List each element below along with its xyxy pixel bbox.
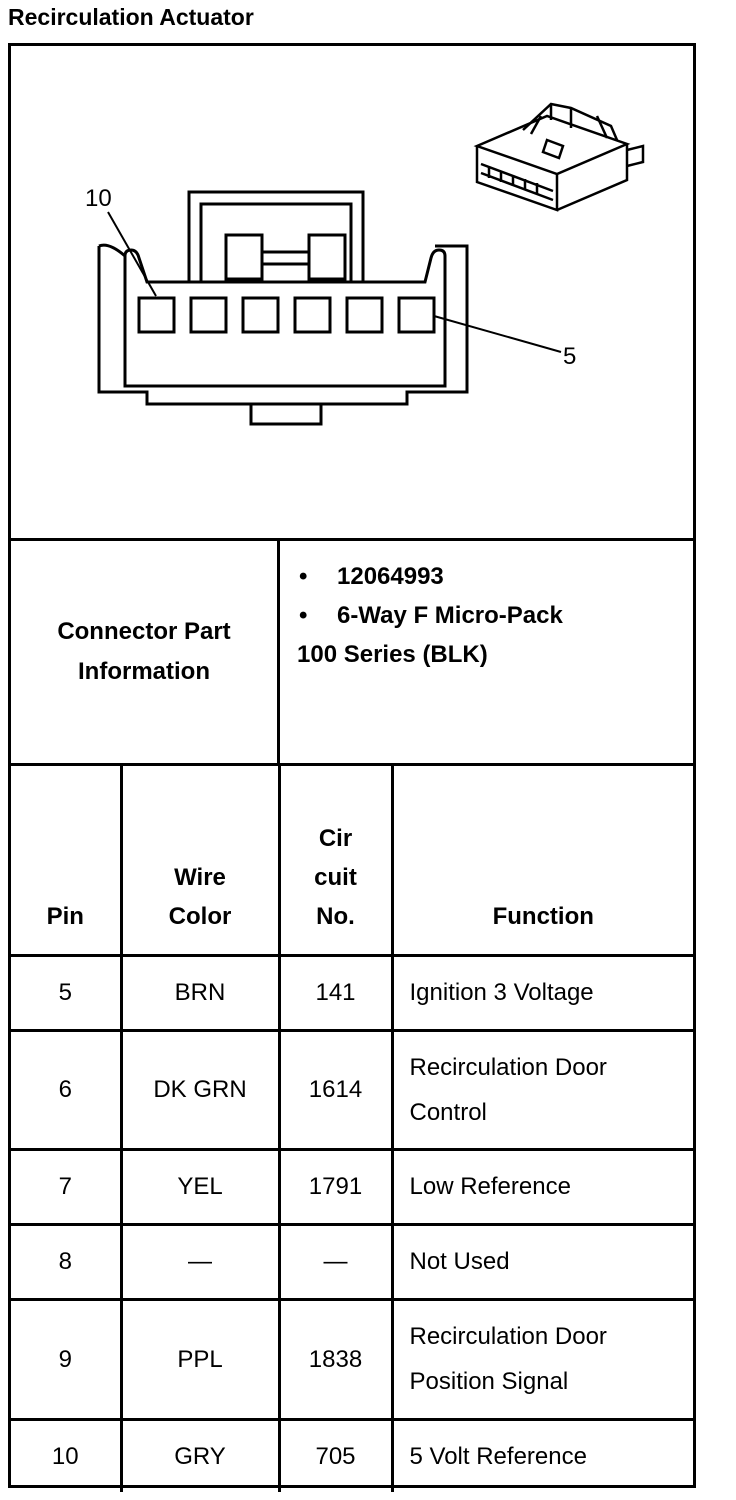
part-number-row: • 12064993	[280, 557, 680, 596]
pin-cell: 9	[11, 1297, 123, 1421]
connector-part-label: Connector Part Information	[57, 618, 231, 685]
circuit-cell: —	[277, 1222, 394, 1301]
callout-label-10: 10	[85, 185, 112, 212]
isometric-connector-icon	[473, 102, 645, 212]
table-row: 5 BRN 141 Ignition 3 Voltage	[11, 953, 693, 1032]
table-row: 8 — — Not Used	[11, 1222, 693, 1301]
table-row: 9 PPL 1838 Recirculation Door Position S…	[11, 1297, 693, 1421]
cavity-9	[189, 296, 228, 334]
header-circuit-no-text: Cir cuit No.	[314, 824, 357, 930]
cavity-8	[241, 296, 280, 334]
connector-part-label-cell: Connector Part Information	[11, 541, 280, 763]
bullet-icon: •	[299, 602, 308, 629]
callout-line-10	[107, 211, 157, 297]
bullet-icon: •	[299, 563, 308, 590]
cavity-5	[397, 296, 436, 334]
table-row: 6 DK GRN 1614 Recirculation Door Control	[11, 1028, 693, 1151]
circuit-cell: 1614	[277, 1028, 394, 1151]
function-cell: Recirculation Door Position Signal	[390, 1297, 693, 1421]
header-circuit-no: Cir cuit No.	[277, 766, 394, 957]
cavity-7	[293, 296, 332, 334]
function-cell: Recirculation Door Control	[390, 1028, 693, 1151]
connector-part-information: Connector Part Information • 12064993 • …	[11, 541, 693, 766]
table-row: 10 GRY 705 5 Volt Reference	[11, 1417, 693, 1492]
connector-part-values: • 12064993 • 6-Way F Micro-Pack 100 Seri…	[280, 557, 680, 674]
page-title: Recirculation Actuator	[8, 4, 254, 30]
cavity-6	[345, 296, 384, 334]
part-series: 100 Series (BLK)	[297, 641, 488, 668]
pinout-header-row: Pin Wire Color Cir cuit No. Function	[11, 766, 693, 957]
latch-outline	[187, 190, 365, 282]
part-description-row: • 6-Way F Micro-Pack	[280, 596, 680, 635]
wire-color-cell: DK GRN	[119, 1028, 281, 1151]
function-cell: Low Reference	[390, 1147, 693, 1226]
latch-tab-right	[307, 233, 347, 281]
part-description: 6-Way F Micro-Pack	[337, 602, 563, 629]
connector-diagram: 10 5	[11, 46, 693, 541]
wire-color-cell: —	[119, 1222, 281, 1301]
circuit-cell: 1791	[277, 1147, 394, 1226]
function-cell: 5 Volt Reference	[390, 1417, 693, 1492]
circuit-cell: 1838	[277, 1297, 394, 1421]
header-function: Function	[390, 766, 693, 957]
pin-cell: 7	[11, 1147, 123, 1226]
latch-inner	[199, 202, 353, 282]
pin-cell: 6	[11, 1028, 123, 1151]
wire-color-cell: BRN	[119, 953, 281, 1032]
connector-face-drawing: 10 5	[85, 102, 645, 426]
pinout-table: Pin Wire Color Cir cuit No. Function 5 B…	[11, 766, 693, 1492]
wire-color-cell: GRY	[119, 1417, 281, 1492]
circuit-cell: 141	[277, 953, 394, 1032]
circuit-cell: 705	[277, 1417, 394, 1492]
housing-outer	[97, 244, 469, 406]
function-cell: Ignition 3 Voltage	[390, 953, 693, 1032]
latch-tab-left	[224, 233, 264, 281]
latch-bar	[262, 250, 309, 266]
pin-cell: 8	[11, 1222, 123, 1301]
pin-cell: 5	[11, 953, 123, 1032]
table-row: 7 YEL 1791 Low Reference	[11, 1147, 693, 1226]
callout-line-5	[433, 315, 562, 353]
header-wire-color: Wire Color	[119, 766, 281, 957]
part-number: 12064993	[337, 563, 444, 590]
pin-cell: 10	[11, 1417, 123, 1492]
header-wire-color-text: Wire Color	[168, 863, 232, 930]
bottom-key	[249, 404, 323, 426]
cavity-10	[137, 296, 176, 334]
function-cell: Not Used	[390, 1222, 693, 1301]
connector-sheet: 10 5 Connector Part Information • 120649…	[8, 43, 696, 1492]
wire-color-cell: PPL	[119, 1297, 281, 1421]
header-pin: Pin	[11, 766, 123, 957]
wire-color-cell: YEL	[119, 1147, 281, 1226]
housing-left-ear	[98, 243, 126, 258]
callout-label-5: 5	[563, 343, 576, 370]
